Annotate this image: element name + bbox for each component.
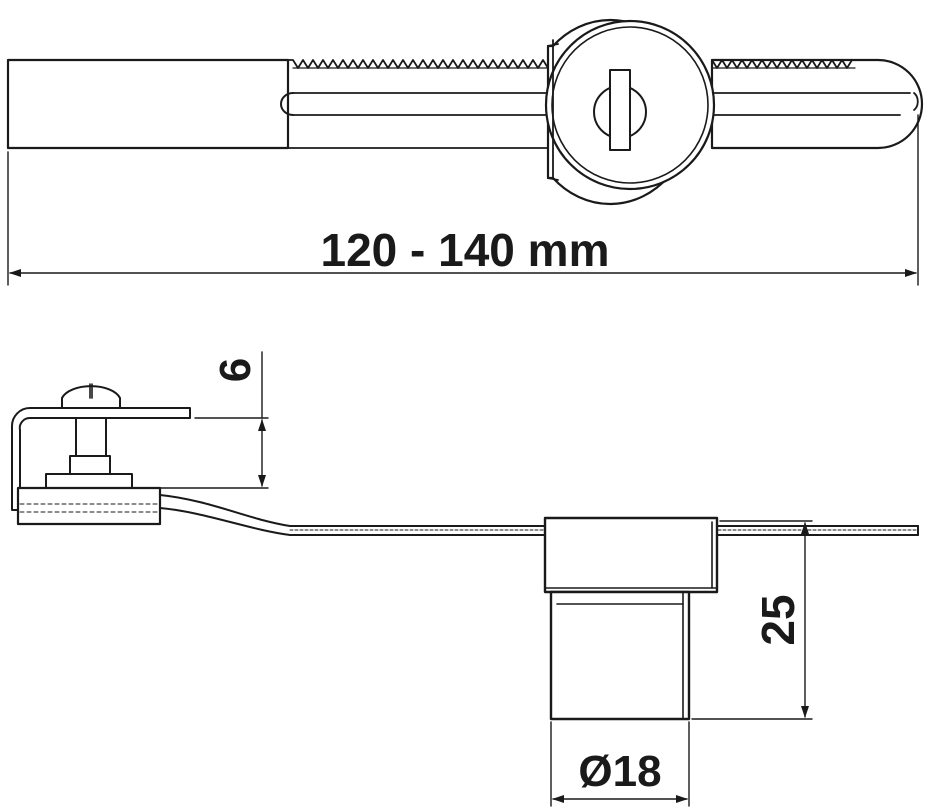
bar-left-block [6, 58, 290, 150]
lock-housing [544, 18, 716, 206]
clamp-block [16, 486, 162, 526]
overall-length-label: 120 - 140 mm [321, 224, 610, 276]
bracket-height-label: 6 [211, 358, 260, 382]
top-view: 120 - 140 mm [6, 18, 924, 286]
lock-body [543, 516, 719, 594]
screw-shank [75, 417, 107, 457]
side-view: 6 25 Ø18 [11, 351, 919, 807]
screw-head [61, 385, 121, 409]
bracket [11, 407, 191, 511]
lock-cylinder [549, 590, 691, 721]
cylinder-diameter-label: Ø18 [578, 747, 661, 796]
cylinder-height-label: 25 [752, 594, 804, 645]
key-slot [609, 69, 631, 151]
strap [159, 494, 919, 536]
bar-right-arm [710, 58, 924, 150]
bar-teeth-right [711, 59, 853, 69]
